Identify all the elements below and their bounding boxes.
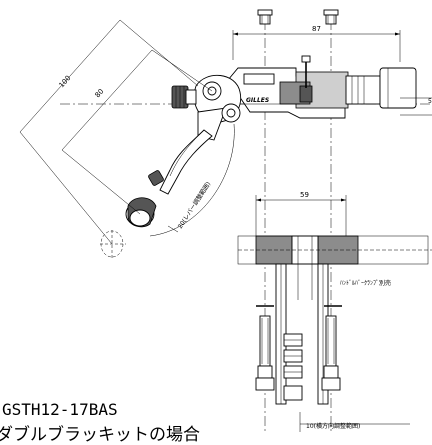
model-number: GSTH12-17BAS xyxy=(2,400,118,419)
top-bolt-left xyxy=(257,9,273,25)
toe-peg xyxy=(125,170,164,228)
top-bolt-right xyxy=(323,9,339,25)
rearset-body: GILLES xyxy=(227,55,417,119)
dimension-80-label: 80 xyxy=(94,87,106,99)
clamp-posts xyxy=(275,263,329,405)
dimension-59-label: 59 xyxy=(300,191,309,199)
brand-logo: GILLES xyxy=(246,97,269,104)
technical-drawing: 87 GILLES 5 xyxy=(19,9,432,432)
caption-text: ダブルブラッキットの場合 xyxy=(0,425,200,445)
dimension-5-label: 5 xyxy=(428,98,432,105)
adjuster-knob xyxy=(171,85,197,109)
lateral-range-label: 10(横方向調整範囲) xyxy=(306,422,360,430)
dimension-87: 87 xyxy=(232,25,401,62)
bottom-bolt-right xyxy=(321,305,342,391)
lateral-range: 10(横方向調整範囲) xyxy=(299,412,410,432)
toe-peg-alt-position xyxy=(100,230,126,258)
dimension-5: 5 xyxy=(400,97,432,116)
clamp-block xyxy=(237,235,432,300)
dimension-87-label: 87 xyxy=(312,25,321,33)
dimension-80: 80 xyxy=(61,49,213,215)
shifter-arm xyxy=(100,74,242,258)
center-nuts xyxy=(283,333,303,401)
bottom-bolt-left xyxy=(255,305,275,391)
dimension-100: 100 xyxy=(19,19,199,245)
clamp-note: ﾊﾝﾄﾞﾙﾊﾞｰｸﾗﾝﾌﾟ別売 xyxy=(340,279,391,287)
lever-range-text: 20(レバー調整範囲) xyxy=(176,180,212,230)
dimension-100-label: 100 xyxy=(58,74,73,89)
dimension-59: 59 xyxy=(255,191,347,236)
